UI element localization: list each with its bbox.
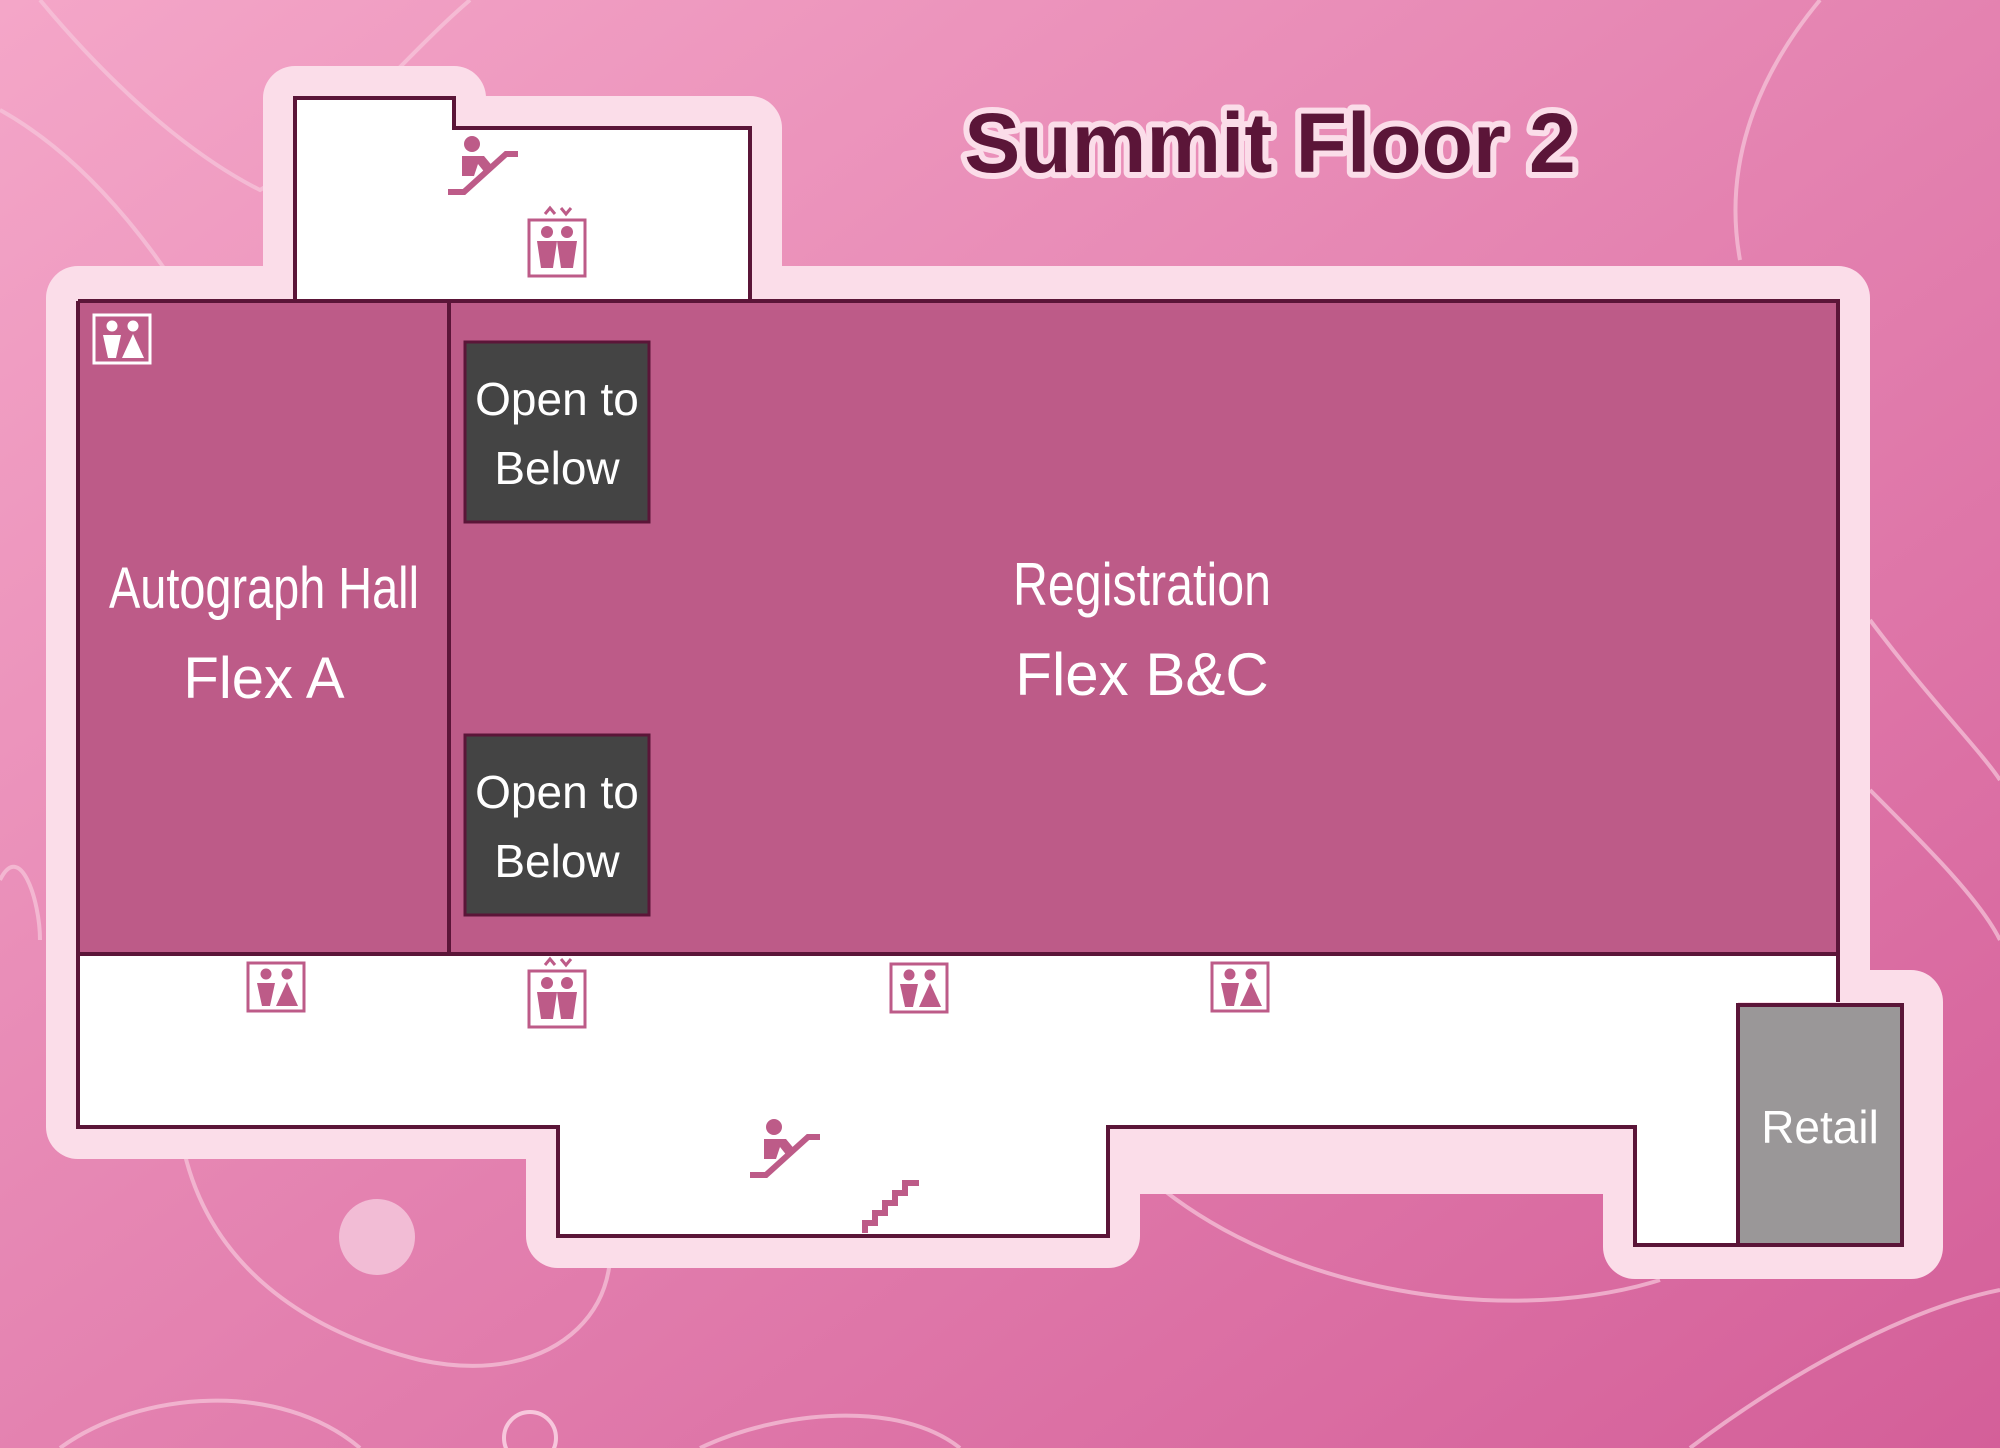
registration-label: Registration — [1013, 551, 1271, 618]
background-dot — [339, 1199, 415, 1275]
registration-sublabel: Flex B&C — [1015, 641, 1268, 708]
autograph-hall-label: Autograph Hall — [109, 556, 419, 621]
open-to-below-top — [463, 340, 651, 524]
background-ring — [502, 1410, 558, 1448]
open-to-below-top-sublabel: Below — [494, 442, 620, 494]
open-to-below-bottom-sublabel: Below — [494, 835, 620, 887]
restroom-icon — [889, 962, 949, 1014]
open-to-below-bottom-label: Open to — [475, 766, 639, 818]
restroom-icon — [1210, 961, 1270, 1013]
upper-annex — [295, 98, 750, 301]
restroom-icon — [246, 961, 306, 1013]
retail-label: Retail — [1761, 1101, 1879, 1153]
retail-corridor — [1635, 1002, 1738, 1245]
open-to-below-top-label: Open to — [475, 373, 639, 425]
open-to-below-bottom — [463, 733, 651, 917]
main-floor-area — [78, 301, 1838, 954]
autograph-hall-sublabel: Flex A — [183, 646, 344, 711]
lower-corridor — [78, 954, 1838, 1247]
retail-room — [1736, 1003, 1904, 1247]
map-title: Summit Floor 2 — [964, 96, 1575, 190]
